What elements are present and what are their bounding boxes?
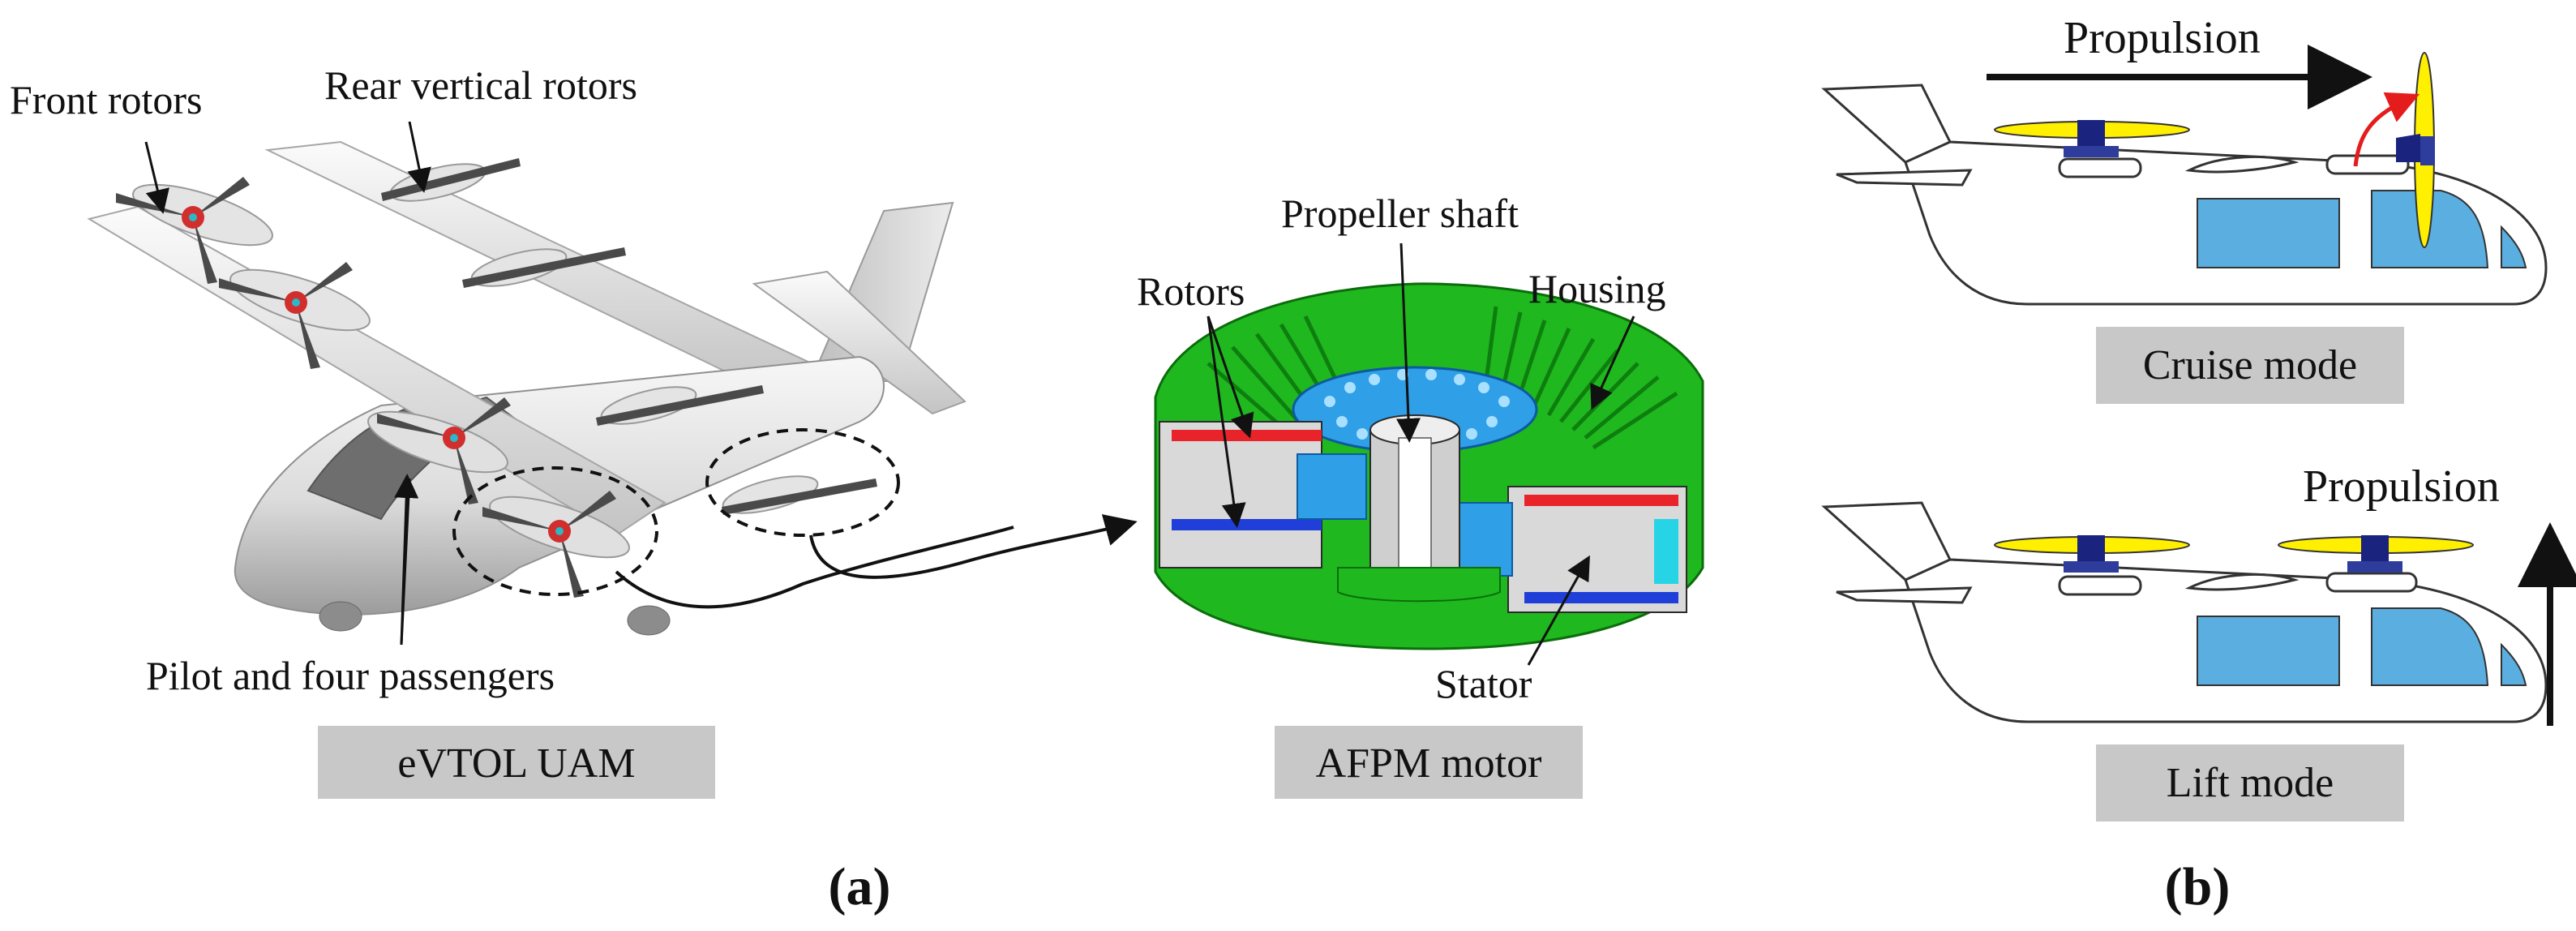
lift-front-hub-base — [2347, 561, 2402, 573]
lift-boom-front — [2325, 572, 2418, 593]
label-propeller-shaft: Propeller shaft — [1281, 191, 1519, 236]
lift-window-nose — [2501, 642, 2527, 686]
cruise-mode-aircraft — [1821, 52, 2548, 306]
front-rotors-pointer — [144, 141, 169, 214]
lift-propulsion-label: Propulsion — [2303, 461, 2500, 512]
caption-evtol: eVTOL UAM — [397, 740, 635, 787]
caption-box-lift — [2096, 744, 2404, 822]
panel-label-b: (b) — [2165, 857, 2231, 916]
pilot-passengers-pointer-2 — [400, 478, 411, 646]
front-rotor-2 — [219, 262, 353, 369]
stator-pointer — [1527, 555, 1590, 666]
lift-rear-hub-base — [2064, 561, 2119, 573]
highlight-front-rotor-ellipse — [452, 466, 658, 596]
rotors-pointer-2 — [1207, 315, 1246, 528]
rotor-magnet-red-right — [1524, 495, 1678, 506]
evtol-aircraft-illustration — [87, 140, 1138, 636]
rotor-magnet-blue-right — [1524, 592, 1678, 603]
label-rear-vertical-rotors: Rear vertical rotors — [324, 62, 637, 108]
caption-box-evtol — [318, 726, 715, 799]
caption-motor: AFPM motor — [1316, 740, 1542, 787]
lift-fuselage — [1821, 501, 2548, 723]
lift-window-front — [2371, 607, 2489, 686]
highlight-rear-rotor-ellipse — [705, 428, 900, 537]
cruise-fuselage — [1821, 84, 2548, 306]
lift-wing-airfoil — [2184, 573, 2300, 591]
lift-tail-fin — [1836, 586, 1973, 604]
landing-gear-front — [319, 601, 362, 632]
rear-rotor-2 — [462, 247, 626, 288]
motor-cut-face — [1159, 421, 1322, 568]
tilt-arrow — [2353, 92, 2420, 167]
caption-box-motor — [1275, 726, 1583, 799]
panel-label-a: (a) — [829, 857, 891, 916]
afpm-motor-cutaway — [1154, 282, 1704, 650]
rear-vertical-rotors-pointer — [407, 121, 431, 193]
rotor-inner-right — [1455, 502, 1513, 577]
lift-window-rear — [2197, 616, 2340, 686]
label-stator: Stator — [1435, 661, 1532, 706]
motor-bottom-flange — [1337, 567, 1501, 603]
label-rotors: Rotors — [1137, 268, 1245, 314]
cruise-window-nose — [2501, 225, 2527, 268]
propeller-shaft-pointer — [1396, 242, 1421, 443]
cruise-window-rear — [2197, 198, 2340, 268]
label-housing: Housing — [1528, 266, 1665, 311]
landing-gear-rear — [627, 605, 671, 636]
front-rotor-3 — [377, 397, 511, 504]
caption-box-cruise — [2096, 327, 2404, 404]
cruise-front-hub-plate — [2420, 136, 2435, 165]
rotor-magnet-blue-left — [1172, 519, 1322, 530]
shaft-bore — [1398, 437, 1432, 585]
rear-rotor-3 — [596, 385, 764, 426]
housing-pointer — [1590, 315, 1635, 410]
cruise-boom-rear — [2058, 157, 2142, 178]
connector-curve-rear — [809, 514, 1138, 579]
rotor-inner-left — [1297, 453, 1367, 520]
label-pilot-passengers: Pilot and four passengers — [146, 653, 555, 698]
rear-rotor-4 — [722, 478, 877, 515]
lift-boom-rear — [2058, 575, 2142, 596]
lift-mode-aircraft — [1821, 501, 2548, 723]
front-rotor-4 — [482, 491, 616, 598]
cruise-front-hub — [2396, 134, 2420, 162]
cruise-tail-fin — [1836, 169, 1973, 187]
caption-cruise: Cruise mode — [2143, 342, 2357, 388]
cyan-accent-right — [1654, 519, 1678, 584]
front-rotor-1 — [116, 177, 250, 284]
rotors-pointer-1 — [1207, 315, 1254, 439]
connector-curve-front — [615, 526, 1014, 609]
cruise-wing-airfoil — [2184, 155, 2300, 174]
caption-lift: Lift mode — [2167, 760, 2334, 806]
cruise-propulsion-label: Propulsion — [2064, 13, 2261, 63]
label-front-rotors: Front rotors — [10, 77, 203, 122]
cruise-rear-hub-base — [2064, 146, 2119, 157]
cruise-boom-front — [2325, 154, 2410, 175]
